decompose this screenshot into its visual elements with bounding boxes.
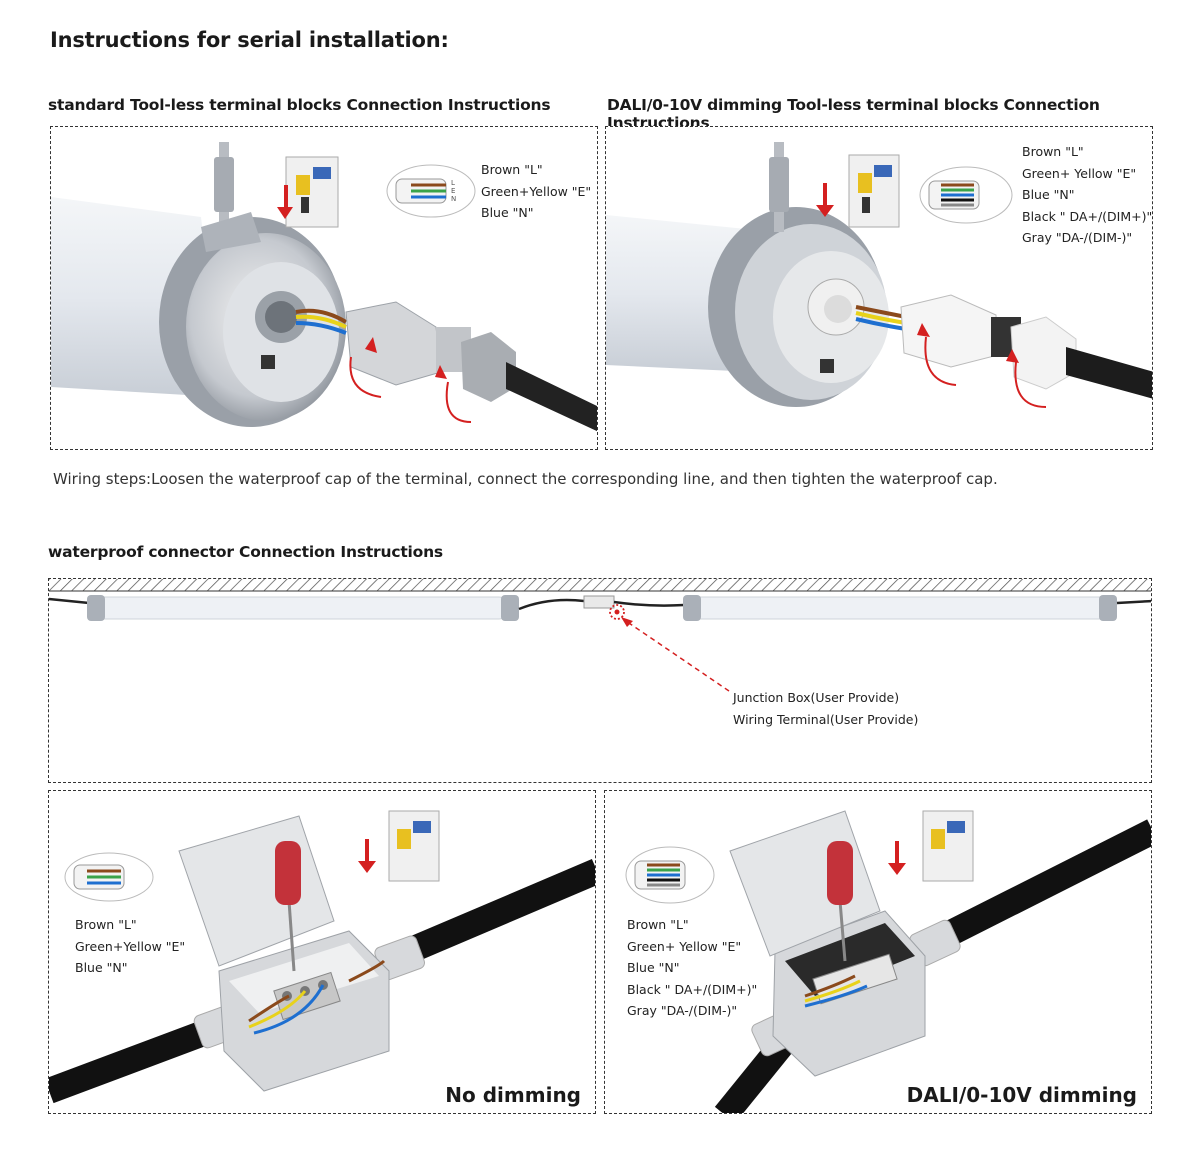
no-dimming-panel: Brown "L" Green+Yellow "E" Blue "N" No d… bbox=[48, 790, 596, 1114]
dali-dimming-caption: DALI/0-10V dimming bbox=[906, 1083, 1137, 1107]
wire-label-gray: Gray "DA-/(DIM-)" bbox=[627, 1003, 738, 1018]
wiring-steps-text: Wiring steps:Loosen the waterproof cap o… bbox=[53, 470, 998, 488]
wiring-terminal-line: Wiring Terminal(User Provide) bbox=[733, 711, 919, 727]
junction-box-note: Junction Box(User Provide) Wiring Termin… bbox=[733, 687, 918, 730]
cable-letter-l: L bbox=[451, 179, 455, 187]
wire-label-brown: Brown "L" bbox=[1022, 144, 1084, 159]
serial-layout-illustration bbox=[49, 579, 1151, 692]
dali-dimming-wire-legend: Brown "L" Green+ Yellow "E" Blue "N" Bla… bbox=[627, 914, 757, 1022]
standard-wire-legend: Brown "L" Green+Yellow "E" Blue "N" bbox=[481, 159, 591, 224]
cable-letter-n: N bbox=[451, 195, 456, 203]
wire-label-green-yellow: Green+Yellow "E" bbox=[75, 938, 186, 954]
dali-wire-legend: Brown "L" Green+ Yellow "E" Blue "N" Bla… bbox=[1022, 141, 1152, 249]
wire-label-black: Black " DA+/(DIM+)" bbox=[1022, 208, 1153, 224]
serial-layout-panel: Junction Box(User Provide) Wiring Termin… bbox=[48, 578, 1152, 783]
standard-terminal-panel: L E N Brown "L" Green+Yellow "E" Blue "N… bbox=[50, 126, 598, 450]
junction-box-line: Junction Box(User Provide) bbox=[733, 690, 900, 705]
dali-terminal-panel: Brown "L" Green+ Yellow "E" Blue "N" Bla… bbox=[605, 126, 1153, 450]
wire-label-brown: Brown "L" bbox=[75, 917, 137, 932]
dali-dimming-panel: Brown "L" Green+ Yellow "E" Blue "N" Bla… bbox=[604, 790, 1152, 1114]
standard-section-title: standard Tool-less terminal blocks Conne… bbox=[48, 96, 551, 114]
no-dimming-wire-legend: Brown "L" Green+Yellow "E" Blue "N" bbox=[75, 914, 185, 979]
wire-label-brown: Brown "L" bbox=[627, 917, 689, 932]
wire-label-gray: Gray "DA-/(DIM-)" bbox=[1022, 230, 1133, 245]
wire-label-green-yellow: Green+ Yellow "E" bbox=[1022, 165, 1137, 181]
cable-letter-e: E bbox=[451, 187, 455, 195]
dali-dimming-illustration bbox=[625, 810, 1151, 1113]
wire-label-blue: Blue "N" bbox=[627, 960, 680, 975]
wire-label-blue: Blue "N" bbox=[481, 205, 534, 220]
page-title: Instructions for serial installation: bbox=[50, 28, 449, 52]
wire-label-blue: Blue "N" bbox=[75, 960, 128, 975]
standard-terminal-illustration: L E N bbox=[51, 142, 597, 432]
wire-label-black: Black " DA+/(DIM+)" bbox=[627, 981, 758, 997]
no-dimming-illustration bbox=[49, 810, 595, 1104]
wire-label-green-yellow: Green+ Yellow "E" bbox=[627, 938, 742, 954]
wire-label-blue: Blue "N" bbox=[1022, 187, 1075, 202]
waterproof-section-title: waterproof connector Connection Instruct… bbox=[48, 543, 443, 561]
dali-terminal-illustration bbox=[606, 142, 1152, 408]
wire-label-brown: Brown "L" bbox=[481, 162, 543, 177]
wire-label-green-yellow: Green+Yellow "E" bbox=[481, 183, 592, 199]
no-dimming-caption: No dimming bbox=[445, 1083, 581, 1107]
